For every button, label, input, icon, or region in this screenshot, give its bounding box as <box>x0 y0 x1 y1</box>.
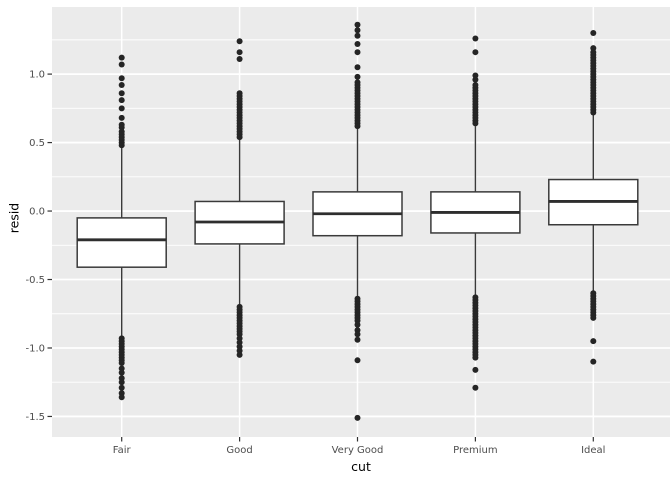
outlier-point-very-good <box>354 336 361 343</box>
outlier-point-good <box>236 351 243 358</box>
outlier-point-very-good <box>354 327 361 334</box>
outlier-point-ideal <box>590 358 597 365</box>
outlier-point-good <box>236 38 243 45</box>
x-tick-label-very-good: Very Good <box>332 445 384 456</box>
outlier-point-fair <box>118 390 125 397</box>
outlier-point-very-good <box>354 27 361 34</box>
y-tick-label: 1.0 <box>29 70 45 81</box>
outlier-point-fair <box>118 360 125 367</box>
outlier-point-premium <box>472 354 479 361</box>
x-tick-label-good: Good <box>226 445 252 456</box>
outlier-point-very-good <box>354 73 361 80</box>
outlier-point-good <box>236 134 243 141</box>
outlier-point-very-good <box>354 64 361 71</box>
outlier-point-fair <box>118 379 125 386</box>
outlier-point-premium <box>472 76 479 83</box>
outlier-point-very-good <box>354 321 361 328</box>
outlier-point-good <box>236 56 243 63</box>
outlier-point-fair <box>118 97 125 104</box>
y-tick-label: -0.5 <box>25 275 45 286</box>
outlier-point-fair <box>118 375 125 382</box>
outlier-point-good <box>236 335 243 342</box>
y-tick-label: 0.0 <box>29 207 45 218</box>
outlier-point-fair <box>118 142 125 149</box>
outlier-point-premium <box>472 72 479 79</box>
outlier-point-fair <box>118 82 125 89</box>
y-axis-title: resid <box>6 202 22 234</box>
outlier-point-fair <box>118 61 125 68</box>
outlier-point-ideal <box>590 45 597 52</box>
outlier-point-fair <box>118 54 125 61</box>
outlier-point-very-good <box>354 49 361 56</box>
outlier-point-premium <box>472 366 479 373</box>
outlier-point-good <box>236 347 243 354</box>
outlier-point-good <box>236 49 243 56</box>
outlier-point-fair <box>118 394 125 401</box>
outlier-point-very-good <box>354 331 361 338</box>
outlier-point-ideal <box>590 30 597 37</box>
outlier-point-good <box>236 343 243 350</box>
outlier-point-very-good <box>354 40 361 47</box>
x-axis-title: cut <box>351 459 371 474</box>
outlier-point-good <box>236 331 243 338</box>
outlier-point-good <box>236 339 243 346</box>
outlier-point-fair <box>118 384 125 391</box>
outlier-point-premium <box>472 35 479 42</box>
outlier-point-very-good <box>354 317 361 324</box>
box-fair <box>76 217 167 268</box>
y-tick-label: -1.0 <box>25 343 45 354</box>
outlier-point-fair <box>118 124 125 131</box>
outlier-point-very-good <box>354 414 361 421</box>
outlier-point-premium <box>472 120 479 127</box>
outlier-point-ideal <box>590 109 597 116</box>
outlier-point-ideal <box>590 338 597 345</box>
outlier-point-ideal <box>590 314 597 321</box>
outlier-point-fair <box>118 369 125 376</box>
outlier-point-fair <box>118 105 125 112</box>
outlier-point-fair <box>118 114 125 121</box>
x-tick-label-fair: Fair <box>113 445 132 456</box>
outlier-point-very-good <box>354 357 361 364</box>
x-tick-label-premium: Premium <box>453 445 498 456</box>
outlier-point-very-good <box>354 32 361 39</box>
y-tick-label: -1.5 <box>25 412 45 423</box>
outlier-point-fair <box>118 365 125 372</box>
outlier-point-fair <box>118 75 125 82</box>
outlier-point-premium <box>472 384 479 391</box>
outlier-point-fair <box>118 90 125 97</box>
outlier-point-very-good <box>354 21 361 28</box>
x-tick-label-ideal: Ideal <box>581 445 605 456</box>
outlier-point-very-good <box>354 123 361 130</box>
y-tick-label: 0.5 <box>29 138 45 149</box>
outlier-point-premium <box>472 49 479 56</box>
